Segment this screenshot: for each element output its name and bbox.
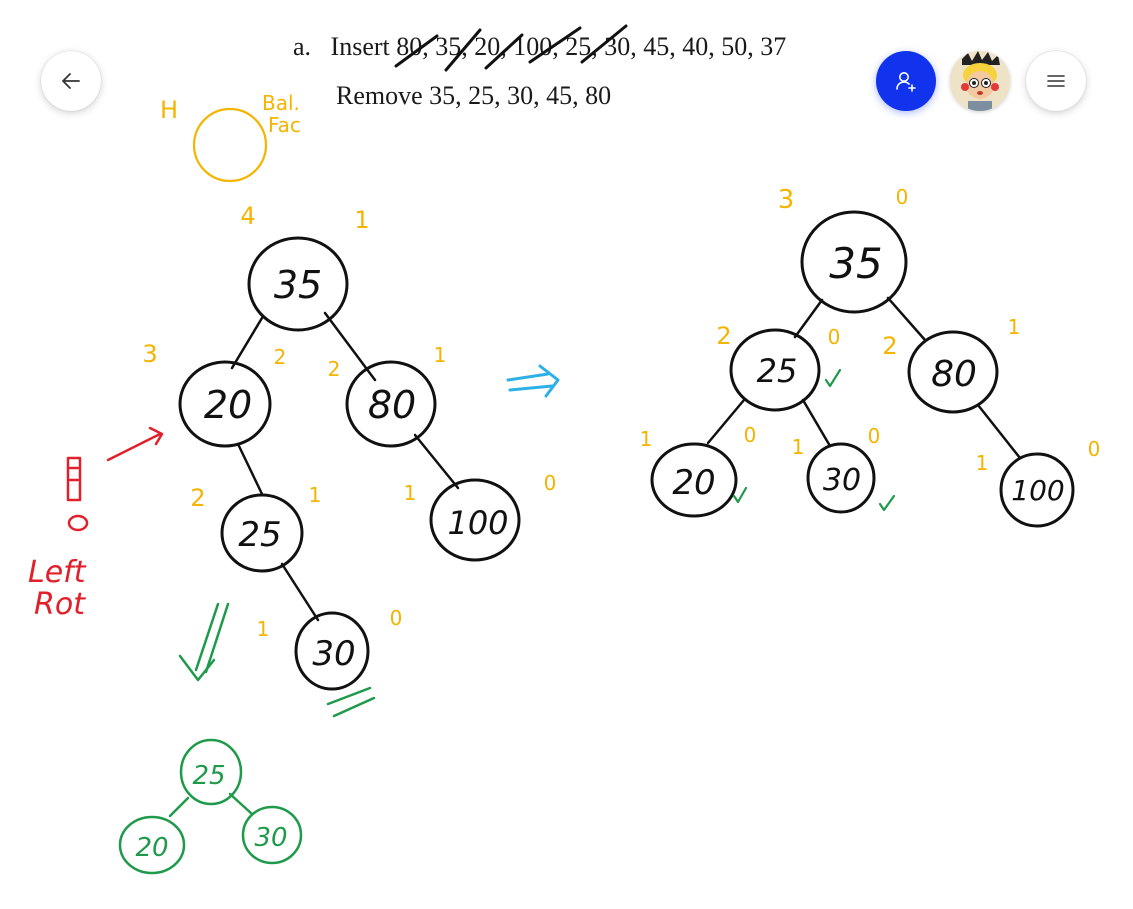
right-bf-20: 0 (744, 423, 757, 447)
left-node-35-circle (247, 236, 349, 332)
left-node-30: 30 (312, 634, 355, 674)
left-h-20: 3 (142, 340, 157, 368)
exclamation-bar (66, 456, 82, 502)
left-node-25-circle (220, 493, 304, 573)
rotation-result-tree (118, 738, 303, 875)
left-rotation-annotation (66, 426, 164, 532)
strikeout-marks (394, 24, 628, 72)
left-h-25: 2 (190, 484, 205, 512)
cartoon-avatar-icon (950, 51, 1010, 111)
rotation-down-arrow (178, 602, 376, 718)
right-h-80: 2 (882, 332, 897, 360)
left-h-100: 1 (404, 481, 417, 505)
rotated-node-20: 20 (135, 833, 168, 863)
right-node-80-circle (907, 330, 999, 414)
right-h-30: 1 (792, 435, 805, 459)
right-node-100: 100 (1011, 474, 1064, 507)
implies-arrow (506, 364, 560, 398)
hamburger-menu-icon (1047, 75, 1065, 87)
user-avatar[interactable] (950, 51, 1010, 111)
right-bf-35: 0 (896, 185, 909, 209)
invite-button[interactable] (876, 51, 936, 111)
left-node-35: 35 (274, 263, 322, 307)
arrow-left-icon (62, 73, 80, 89)
right-h-25: 2 (716, 322, 731, 350)
right-node-80: 80 (931, 354, 977, 395)
right-bf-25: 0 (828, 325, 841, 349)
left-h-30: 1 (257, 617, 270, 641)
right-node-30-circle (806, 442, 876, 514)
left-bf-80: 1 (434, 343, 447, 367)
right-tree (650, 210, 1075, 528)
left-node-80: 80 (368, 383, 416, 427)
check-30 (878, 494, 896, 512)
add-person-icon (896, 72, 916, 92)
right-node-20-circle (650, 442, 738, 518)
check-25 (824, 368, 842, 388)
left-h-80: 2 (328, 357, 341, 381)
right-node-35: 35 (829, 239, 882, 288)
insert-prefix: Insert (330, 32, 397, 61)
check-marks (732, 368, 896, 512)
check-20 (732, 486, 748, 504)
left-bf-25: 1 (309, 483, 322, 507)
legend-h-label: H (160, 96, 178, 124)
exclamation-dot (67, 514, 89, 532)
right-bf-80: 1 (1008, 315, 1021, 339)
left-bf-20: 2 (274, 345, 287, 369)
left-tree (178, 236, 521, 691)
right-bf-100: 0 (1088, 437, 1101, 461)
left-h-35: 4 (240, 202, 255, 230)
left-node-80-circle (345, 360, 437, 448)
right-node-20: 20 (672, 463, 715, 503)
left-node-20: 20 (204, 383, 252, 427)
remove-line: Remove 35, 25, 30, 45, 80 (336, 81, 612, 110)
right-node-100-circle (999, 452, 1075, 528)
left-bf-30: 0 (390, 606, 403, 630)
left-bf-100: 0 (544, 471, 557, 495)
rotated-node-30: 30 (254, 823, 287, 853)
left-bf-35: 1 (354, 206, 369, 234)
right-node-30: 30 (823, 463, 861, 498)
right-tree-edges (706, 296, 1022, 460)
left-node-20-circle (178, 360, 272, 448)
right-node-25: 25 (757, 352, 798, 390)
left-node-100-circle (429, 478, 521, 562)
insert-remaining-values: , 30, 45, 40, 50, 37 (591, 32, 787, 61)
rotated-node-25: 25 (192, 761, 225, 791)
left-node-30-circle (294, 611, 370, 691)
left-node-25: 25 (238, 515, 281, 555)
rotation-arrow (106, 432, 162, 462)
legend-node-circle (192, 107, 268, 183)
left-rot-label-2: Rot (34, 587, 86, 622)
right-h-100: 1 (976, 451, 989, 475)
right-bf-30: 0 (868, 424, 881, 448)
back-button[interactable] (41, 51, 101, 111)
left-rot-label-1: Left (28, 555, 87, 590)
legend (192, 107, 268, 183)
legend-fac-label: Fac (268, 113, 301, 137)
right-h-20: 1 (640, 427, 653, 451)
legend-bal-label: Bal. (262, 91, 300, 115)
menu-button[interactable] (1026, 51, 1086, 111)
right-node-35-circle (800, 210, 908, 314)
left-node-100: 100 (447, 504, 508, 542)
item-label: a. (293, 32, 312, 61)
right-node-25-circle (729, 328, 821, 412)
right-h-35: 3 (778, 185, 795, 215)
left-tree-edges (230, 311, 460, 622)
